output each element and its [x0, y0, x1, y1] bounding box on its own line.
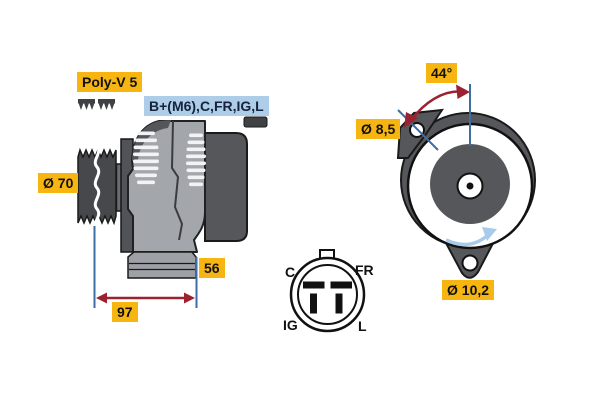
housing-seam	[170, 120, 184, 241]
belt-type-label: Poly-V 5	[77, 72, 143, 92]
pulley-side-view	[77, 145, 129, 230]
belt-profile-icon	[78, 99, 115, 110]
alternator-rear-view	[396, 84, 536, 279]
alternator-side-view	[120, 116, 268, 279]
bplus-terminal-stud	[243, 116, 268, 128]
vent-fins-rear	[186, 133, 206, 187]
connector-pin-label-c: C	[285, 264, 296, 280]
terminal-slot-bottom-right	[335, 293, 343, 314]
arrowhead-left	[96, 292, 107, 304]
small-hole-label: Ø 8,5	[356, 119, 401, 139]
mounting-length-label: 97	[112, 302, 138, 322]
pulley-break-line	[93, 145, 101, 230]
terminal-slot-bottom-left	[310, 293, 317, 314]
connector-pin-label-l: L	[358, 318, 367, 334]
mounting-angle-label: 44°	[426, 63, 458, 83]
connector-inner-ring	[297, 264, 358, 325]
terminals-label: B+(M6),C,FR,IG,L	[144, 96, 269, 116]
pulley-diameter-label: Ø 70	[38, 173, 79, 193]
rotation-arrow	[445, 233, 490, 247]
connector-pin-label-ig: IG	[283, 317, 298, 333]
connector-diagram	[289, 249, 366, 333]
angle-arrowhead-left	[404, 112, 418, 128]
large-hole-label: Ø 10,2	[442, 280, 495, 300]
connector-pin-label-fr: FR	[355, 262, 374, 278]
terminal-slot-top-left	[303, 281, 325, 289]
shaft-center-dot	[466, 182, 474, 190]
large-mounting-hole	[461, 254, 479, 272]
mounting-foot	[127, 251, 197, 279]
arrowhead-right	[184, 292, 195, 304]
dimension-97	[93, 226, 198, 308]
angle-reference-diagonal	[397, 109, 439, 151]
foot-width-label: 56	[199, 258, 225, 278]
terminal-slot-top-right	[330, 281, 352, 289]
angle-arrowhead-right	[456, 84, 470, 99]
rear-housing	[204, 132, 248, 242]
rotation-arrowhead	[482, 227, 497, 241]
vent-fins-front	[133, 131, 159, 185]
